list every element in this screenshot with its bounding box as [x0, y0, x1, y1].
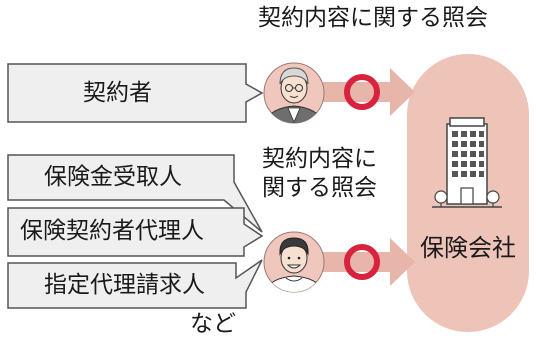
contractor-label: 契約者 — [83, 80, 152, 106]
etc-label: など — [190, 311, 236, 337]
middle-heading-line-1: 契約内容に — [262, 146, 377, 172]
company-label: 保険会社 — [420, 234, 516, 262]
agent-label-beneficiary: 保険金受取人 — [44, 164, 182, 190]
agent-allowed-circle — [344, 244, 380, 280]
agent-label-designated: 指定代理請求人 — [44, 272, 205, 298]
top-heading: 契約内容に関する照会 — [258, 5, 488, 31]
agent-callout-proxy — [7, 207, 264, 257]
office-building-icon — [432, 117, 502, 208]
contractor-allowed-circle — [344, 74, 380, 110]
contractor-arrow — [323, 68, 415, 116]
elderly-person-icon — [263, 62, 325, 124]
agent-callout-designated — [7, 259, 263, 309]
agent-label-proxy: 保険契約者代理人 — [20, 218, 204, 244]
agent-callout-beneficiary — [7, 154, 263, 233]
agent-arrow — [323, 238, 415, 286]
young-person-icon — [263, 231, 325, 293]
middle-heading-line-2: 関する照会 — [262, 175, 377, 201]
contractor-callout — [7, 63, 264, 123]
